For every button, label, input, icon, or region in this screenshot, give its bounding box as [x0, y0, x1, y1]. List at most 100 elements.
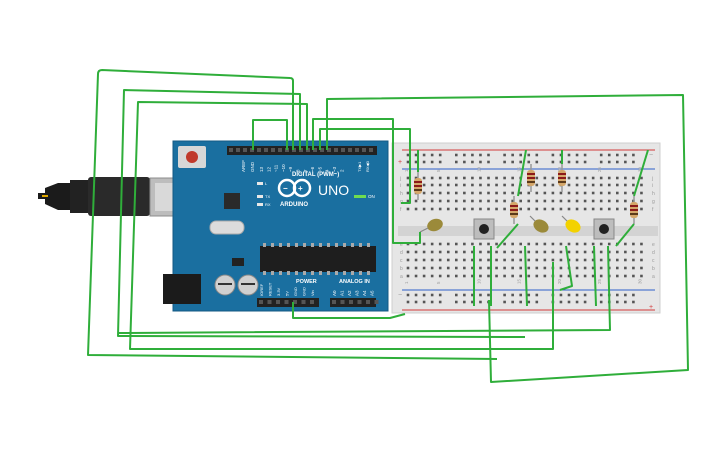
digital-pin-label: ~9 — [288, 166, 293, 172]
power-pin-label: GND — [293, 287, 298, 296]
digital-pin-label: 2 — [339, 169, 344, 172]
svg-text:1: 1 — [404, 169, 409, 172]
svg-text:−: − — [283, 184, 288, 193]
svg-text:10: 10 — [476, 166, 481, 172]
analog-header-label: ANALOG IN — [339, 279, 370, 285]
wire-13 — [496, 223, 519, 249]
svg-text:d: d — [652, 250, 655, 256]
resistor-1[interactable] — [414, 172, 422, 200]
svg-text:d: d — [400, 250, 403, 256]
wire-6 — [319, 128, 411, 204]
aref-label: AREF — [241, 160, 246, 172]
resistor-4[interactable] — [510, 196, 518, 224]
on-label: ON — [368, 194, 375, 199]
svg-text:15: 15 — [517, 166, 522, 172]
wire-8 — [292, 302, 406, 319]
wire-7 — [326, 94, 689, 383]
svg-text:c: c — [652, 258, 655, 264]
wire-2 — [87, 69, 498, 360]
analog-pin-label: A0 — [332, 290, 337, 296]
svg-text:i: i — [400, 183, 401, 189]
wire-1 — [252, 119, 288, 150]
svg-text:b: b — [652, 266, 655, 272]
svg-text:25: 25 — [597, 278, 602, 284]
model-label: UNO — [318, 182, 349, 198]
svg-text:i: i — [652, 183, 653, 189]
wires — [87, 69, 689, 383]
svg-text:f: f — [400, 207, 402, 213]
svg-text:5: 5 — [436, 281, 441, 284]
digital-pin-label: ~11 — [274, 164, 279, 172]
digital-pin-label: ~10 — [281, 164, 286, 172]
svg-text:15: 15 — [517, 278, 522, 284]
regulator — [232, 258, 244, 266]
pushbutton-2[interactable] — [593, 218, 615, 240]
wire-12 — [633, 149, 649, 197]
wire-5 — [312, 118, 421, 244]
svg-text:RX: RX — [265, 202, 271, 207]
wire-20 — [559, 245, 573, 291]
svg-text:5: 5 — [436, 169, 441, 172]
digital-pin-label: 12 — [266, 166, 271, 172]
digital-pin-label: 7 — [303, 169, 308, 172]
power-pin-label: Vin — [310, 290, 315, 296]
analog-pin-label: A1 — [340, 290, 345, 296]
resistor-2[interactable] — [527, 164, 535, 192]
crystal — [209, 220, 245, 235]
digital-pin-label: ~6 — [310, 166, 315, 172]
svg-text:25: 25 — [597, 166, 602, 172]
gnd-label: GND — [250, 161, 255, 172]
svg-text:f: f — [652, 207, 654, 213]
reset-button[interactable] — [186, 151, 198, 163]
led-3[interactable] — [561, 215, 583, 235]
led-2[interactable] — [529, 215, 551, 235]
wire-19 — [117, 245, 611, 334]
digital-pin-label: 8 — [296, 169, 301, 172]
breadboard-holes — [406, 153, 643, 304]
svg-text:a: a — [400, 274, 403, 280]
svg-text:+: + — [298, 184, 303, 193]
pushbutton-1[interactable] — [473, 218, 495, 240]
svg-text:j: j — [399, 176, 401, 182]
digital-header-label: DIGITAL (PWM~) — [292, 172, 339, 178]
digital-pin-label: 13 — [259, 166, 264, 172]
rail-minus-top: − — [649, 152, 653, 159]
power-pin-label: 3.3V — [276, 287, 281, 296]
arduino-logo: − + — [277, 178, 312, 198]
wire-4 — [129, 101, 554, 350]
wire-14 — [615, 223, 635, 247]
on-led — [354, 195, 366, 198]
rx0-label: RX◀0 — [365, 160, 370, 172]
rail-plus-top: + — [398, 159, 402, 166]
svg-text:20: 20 — [557, 166, 562, 172]
svg-text:TX: TX — [265, 194, 270, 199]
led-1[interactable] — [419, 217, 445, 234]
svg-text:L: L — [265, 181, 268, 186]
resistor-3[interactable] — [558, 164, 566, 192]
power-pin-label: 5V — [285, 291, 290, 296]
svg-text:1: 1 — [404, 281, 409, 284]
svg-text:30: 30 — [637, 166, 642, 172]
svg-text:b: b — [400, 266, 403, 272]
svg-text:a: a — [652, 274, 655, 280]
digital-pin-label: ~3 — [332, 166, 337, 172]
svg-text:10: 10 — [476, 278, 481, 284]
tx1-label: TX▶1 — [357, 161, 362, 172]
usb-chip — [224, 193, 240, 209]
power-header-label: POWER — [296, 279, 317, 285]
status-leds: L TX RX — [257, 181, 271, 207]
analog-pin-label: A5 — [370, 290, 375, 296]
wire-10 — [517, 149, 527, 197]
digital-pin-label: 4 — [325, 169, 330, 172]
analog-pin-label: A2 — [347, 290, 352, 296]
svg-text:e: e — [400, 242, 403, 248]
wire-18 — [593, 245, 597, 307]
resistor-5[interactable] — [630, 196, 638, 224]
